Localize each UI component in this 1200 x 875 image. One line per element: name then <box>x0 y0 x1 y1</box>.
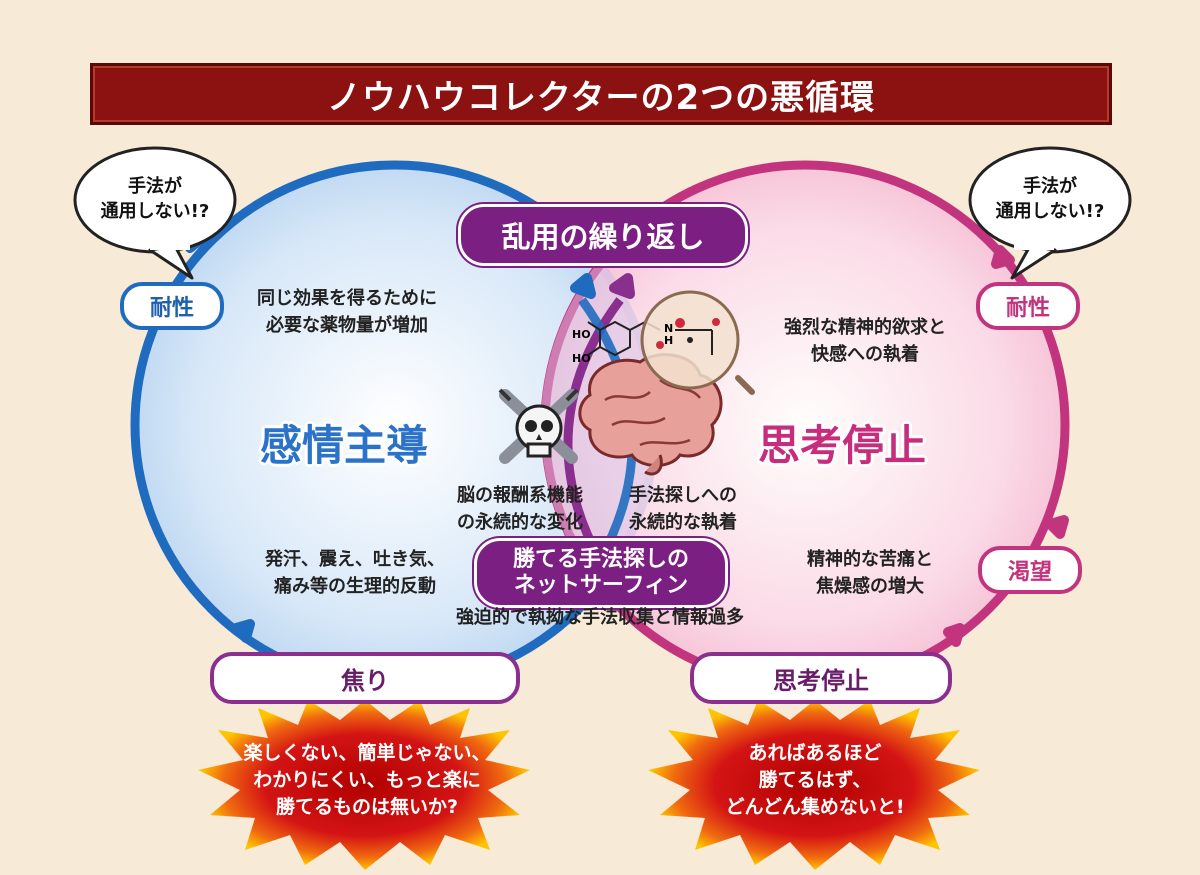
bottom-caption: 強迫的で執拗な手法収集と情報過多 <box>456 607 744 628</box>
right-bottom-label: 思考停止 <box>690 652 952 704</box>
right-mid-arrow-icon <box>1045 515 1069 539</box>
net-surfing-pill: 勝てる手法探しの ネットサーフィン <box>474 538 728 608</box>
brain-right-caption-line-2: 永続的な執着 <box>629 512 737 533</box>
left-burst-text: 楽しくない、簡単じゃない、 わかりにくい、もっと楽に 勝てるものは無いか? <box>222 740 512 821</box>
right-burst-text: あればあるほど 勝てるはず、 どんどん集めないと! <box>680 740 950 821</box>
brain-left-caption-line-1: 脳の報酬系機能 <box>457 485 583 506</box>
right-desc-top-line-1: 強烈な精神的欲求と <box>784 317 946 338</box>
right-desc-bottom: 精神的な苦痛と 焦燥感の増大 <box>770 546 970 600</box>
brain-right-caption-line-1: 手法探しへの <box>629 485 737 506</box>
molecule-label-n: N <box>664 322 674 335</box>
left-desc-bottom: 発汗、震え、吐き気、 痛み等の生理的反動 <box>240 546 470 600</box>
molecule-label-h: H <box>664 334 674 347</box>
brain-left-caption: 脳の報酬系機能 の永続的な変化 <box>435 482 605 536</box>
right-desc-bottom-line-1: 精神的な苦痛と <box>807 549 933 570</box>
net-surfing-pill-line-1: 勝てる手法探しの <box>512 547 689 572</box>
brain-left-caption-line-2: の永続的な変化 <box>457 512 583 533</box>
right-tolerance-label: 耐性 <box>976 282 1080 330</box>
skull-syringe-icon <box>498 388 579 464</box>
right-bubble-text: 手法が 通用しない!? <box>975 174 1125 224</box>
left-bottom-arrow-icon <box>231 619 255 643</box>
left-burst-line-3: 勝てるものは無いか? <box>275 796 459 818</box>
left-bubble-line-1: 手法が <box>128 176 182 197</box>
abuse-repetition-pill: 乱用の繰り返し <box>458 204 748 266</box>
left-burst <box>198 700 530 870</box>
right-burst-line-3: どんどん集めないと! <box>725 796 905 818</box>
left-bubble-text: 手法が 通用しない!? <box>80 174 230 224</box>
page-title: ノウハウコレクターの2つの悪循環 <box>90 63 1112 125</box>
left-bubble-line-2: 通用しない!? <box>100 201 210 222</box>
right-burst <box>648 700 980 870</box>
net-surfing-pill-line-2: ネットサーフィン <box>513 573 689 598</box>
left-burst-line-1: 楽しくない、簡単じゃない、 <box>243 742 491 764</box>
right-bubble-line-1: 手法が <box>1023 176 1077 197</box>
left-tolerance-label: 耐性 <box>120 282 224 330</box>
right-speech-bubble <box>968 146 1132 280</box>
left-desc-top-line-2: 必要な薬物量が増加 <box>266 315 428 336</box>
right-burst-line-1: あればあるほど <box>748 742 882 764</box>
left-speech-bubble <box>73 146 237 280</box>
right-burst-line-2: 勝てるはず、 <box>758 769 872 791</box>
right-top-arrow-icon <box>991 245 1015 269</box>
left-burst-line-2: わかりにくい、もっと楽に <box>253 769 481 791</box>
left-desc-bottom-line-1: 発汗、震え、吐き気、 <box>265 549 445 570</box>
right-desc-top-line-2: 快感への執着 <box>811 344 919 365</box>
right-desc-bottom-line-2: 焦燥感の増大 <box>816 576 924 597</box>
right-desc-top: 強烈な精神的欲求と 快感への執着 <box>750 314 980 368</box>
left-bottom-label: 焦り <box>210 652 520 704</box>
left-center-title: 感情主導 <box>260 421 429 470</box>
molecule-label-ho-1: HO <box>572 328 591 341</box>
left-desc-top: 同じ効果を得るために 必要な薬物量が増加 <box>232 285 462 339</box>
magnifier-icon <box>640 290 755 395</box>
molecule-label-ho-2: HO <box>572 352 591 365</box>
center-up-arrow-purple-icon <box>609 273 635 299</box>
right-bottom-arrow-icon <box>943 623 965 647</box>
right-center-title: 思考停止 <box>758 421 927 470</box>
craving-label: 渇望 <box>978 546 1082 594</box>
center-up-arrow-blue-icon <box>570 273 596 299</box>
left-desc-top-line-1: 同じ効果を得るために <box>257 288 437 309</box>
left-desc-bottom-line-2: 痛み等の生理的反動 <box>274 576 436 597</box>
right-bubble-line-2: 通用しない!? <box>995 201 1105 222</box>
brain-right-caption: 手法探しへの 永続的な執着 <box>608 482 758 536</box>
